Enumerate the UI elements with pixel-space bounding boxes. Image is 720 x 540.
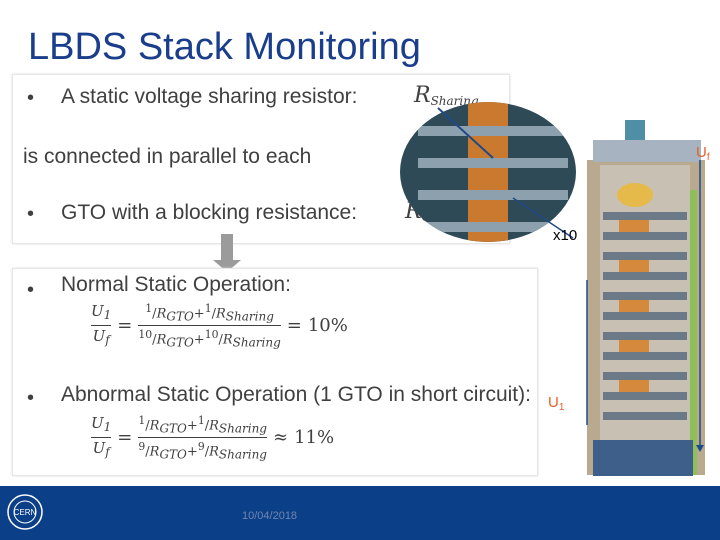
cern-logo-icon: CERN [7,494,43,530]
normal-operation-text: Normal Static Operation: [61,273,291,296]
abnormal-operation-equation: U1 Uf = 1/RGTO+1/RSharing 9/RGTO+9/RShar… [91,414,335,462]
down-arrow-icon [221,234,233,262]
parallel-connection-text: is connected in parallel to each [23,145,312,168]
resistance-fraction: 1/RGTO+1/RSharing 9/RGTO+9/RSharing [138,414,267,462]
svg-text:CERN: CERN [14,508,37,517]
magnifier-lens-photo [400,102,576,242]
uf-label: Uf [696,144,710,163]
abnormal-operation-text: Abnormal Static Operation (1 GTO in shor… [61,383,531,406]
u-ratio-fraction: U1 Uf [91,414,112,460]
normal-operation-equation: U1 Uf = 1/RGTO+1/RSharing 10/RGTO+10/RSh… [91,302,348,350]
static-operation-box: • Normal Static Operation: U1 Uf = 1/RGT… [12,268,538,476]
u1-label: U1 [548,394,565,413]
gto-blocking-text: GTO with a blocking resistance: [61,201,358,224]
footer-bar [0,486,720,540]
bullet-glyph: • [27,87,35,109]
stack-photo [586,120,705,476]
bullet-glyph: • [27,279,35,301]
x10-label: x10 [553,227,578,244]
normal-ratio-result: 10% [307,315,348,337]
slide-title: LBDS Stack Monitoring [28,26,421,68]
bullet-glyph: • [27,203,35,225]
u-ratio-fraction: U1 Uf [91,302,112,348]
abnormal-ratio-result: 11% [294,427,335,449]
resistance-fraction: 1/RGTO+1/RSharing 10/RGTO+10/RSharing [138,302,281,350]
bullet-glyph: • [27,387,35,409]
sharing-resistor-text: A static voltage sharing resistor: [61,85,358,108]
presentation-date: 10/04/2018 [242,510,298,522]
